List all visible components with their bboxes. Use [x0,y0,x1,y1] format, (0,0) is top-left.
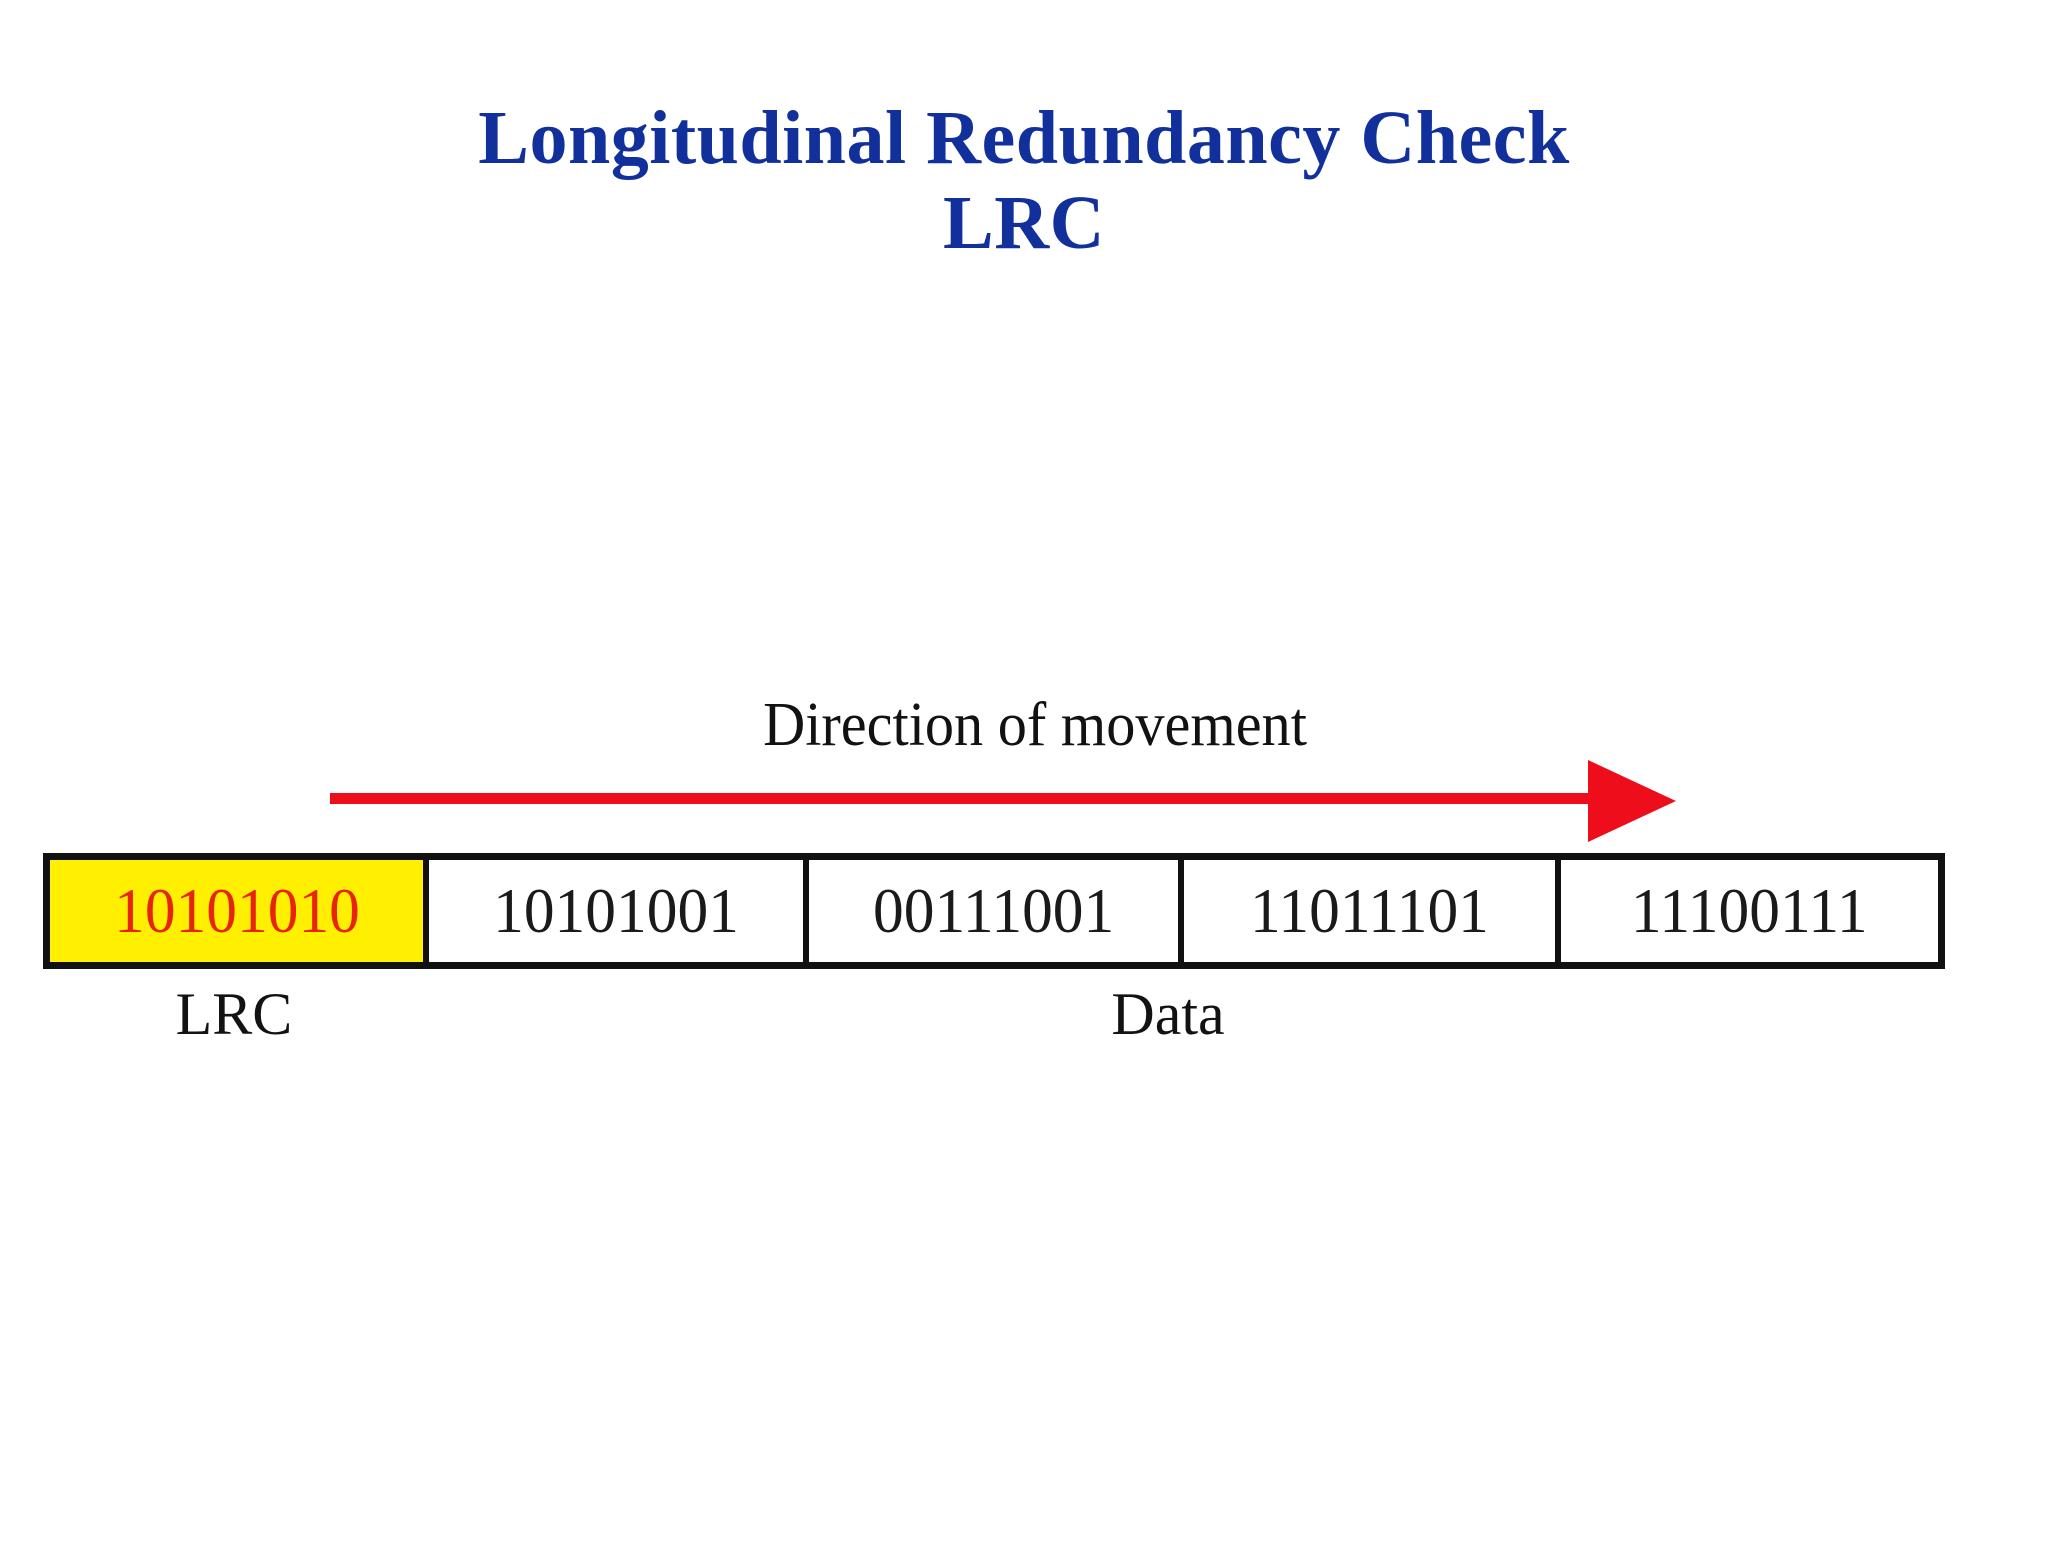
direction-arrow-icon [330,760,1676,842]
cell-bits: 10101001 [493,875,740,946]
frame-cell-lrc: 10101010 [50,860,430,962]
cell-bits: 11011101 [1249,875,1489,946]
frame-cell-data-3: 11011101 [1183,860,1561,962]
frame-cell-data-2: 00111001 [809,860,1184,962]
frame-cell-data-1: 10101001 [429,860,810,962]
cell-bits: 00111001 [872,875,1115,946]
page-title-line-2: LRC [943,181,1105,266]
caption-lrc: LRC [175,981,293,1047]
arrow-head [1588,760,1676,842]
page-title-line-1: Longitudinal Redundancy Check [478,96,1570,180]
arrow-shaft [330,793,1600,804]
cell-bits: 10101010 [113,875,360,946]
page-title: Longitudinal Redundancy Check LRC [0,96,2048,266]
data-frame: 10101010 10101001 00111001 11011101 1110… [43,853,1945,969]
cell-bits: 11100111 [1631,875,1868,946]
caption-data: Data [1111,981,1225,1047]
frame-cell-data-4: 11100111 [1560,860,1939,962]
direction-of-movement-label: Direction of movement [763,691,1307,759]
